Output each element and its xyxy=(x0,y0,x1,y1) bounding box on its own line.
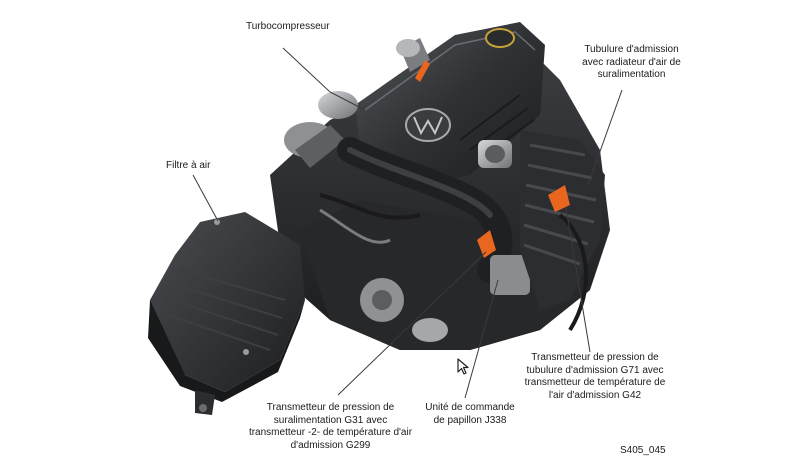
leader-g31 xyxy=(337,251,487,396)
leader-throttle xyxy=(464,279,499,399)
label-filtre-a-air: Filtre à air xyxy=(166,160,211,171)
belt-pulley xyxy=(360,278,448,342)
leader-g71 xyxy=(565,207,591,353)
leader-lines xyxy=(192,47,623,399)
air-filter-box xyxy=(148,212,305,415)
leader-intake xyxy=(587,89,623,186)
oil-dipstick-icon xyxy=(415,60,430,82)
sensor-g31-icon xyxy=(477,230,496,258)
figure-reference: S405_045 xyxy=(620,445,666,456)
label-tubulure-admission: Tubulure d'admission avec radiateur d'ai… xyxy=(582,44,681,80)
sensor-g71-icon xyxy=(548,185,570,212)
label-turbocompresseur: Turbocompresseur xyxy=(246,21,330,32)
vw-logo-icon xyxy=(405,108,451,142)
label-unite-commande-papillon: Unité de commande de papillon J338 xyxy=(425,402,515,426)
throttle-body xyxy=(478,140,530,295)
label-transmetteur-g71: Transmetteur de pression de tubulure d'a… xyxy=(524,352,666,401)
oil-cap-icon xyxy=(485,28,515,48)
turbocharger xyxy=(284,38,430,168)
leader-filter xyxy=(192,174,219,222)
charge-air-pipe xyxy=(337,137,513,283)
mouse-cursor-icon xyxy=(457,358,469,375)
leader-turbo xyxy=(282,47,366,111)
label-transmetteur-g31: Transmetteur de pression de suralimentat… xyxy=(248,402,413,451)
